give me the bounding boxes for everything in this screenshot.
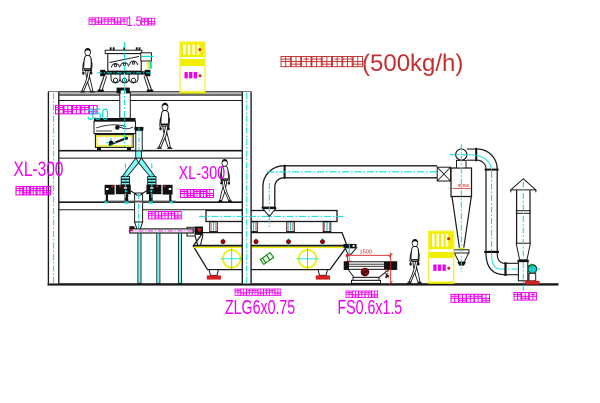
svg-text:XL-300: XL-300 [14,157,64,181]
svg-text:540: 540 [385,269,391,278]
svg-text:1500: 1500 [360,250,372,256]
svg-text:350: 350 [87,105,109,124]
svg-text:FS0.6x1.5: FS0.6x1.5 [338,295,403,318]
svg-text:1.5: 1.5 [127,14,142,29]
svg-text:(500kg/h): (500kg/h) [362,50,463,77]
svg-text:XL-300: XL-300 [179,164,226,184]
svg-text:Φ450: Φ450 [458,183,470,189]
svg-text:ZLG6x0.75: ZLG6x0.75 [225,295,295,318]
